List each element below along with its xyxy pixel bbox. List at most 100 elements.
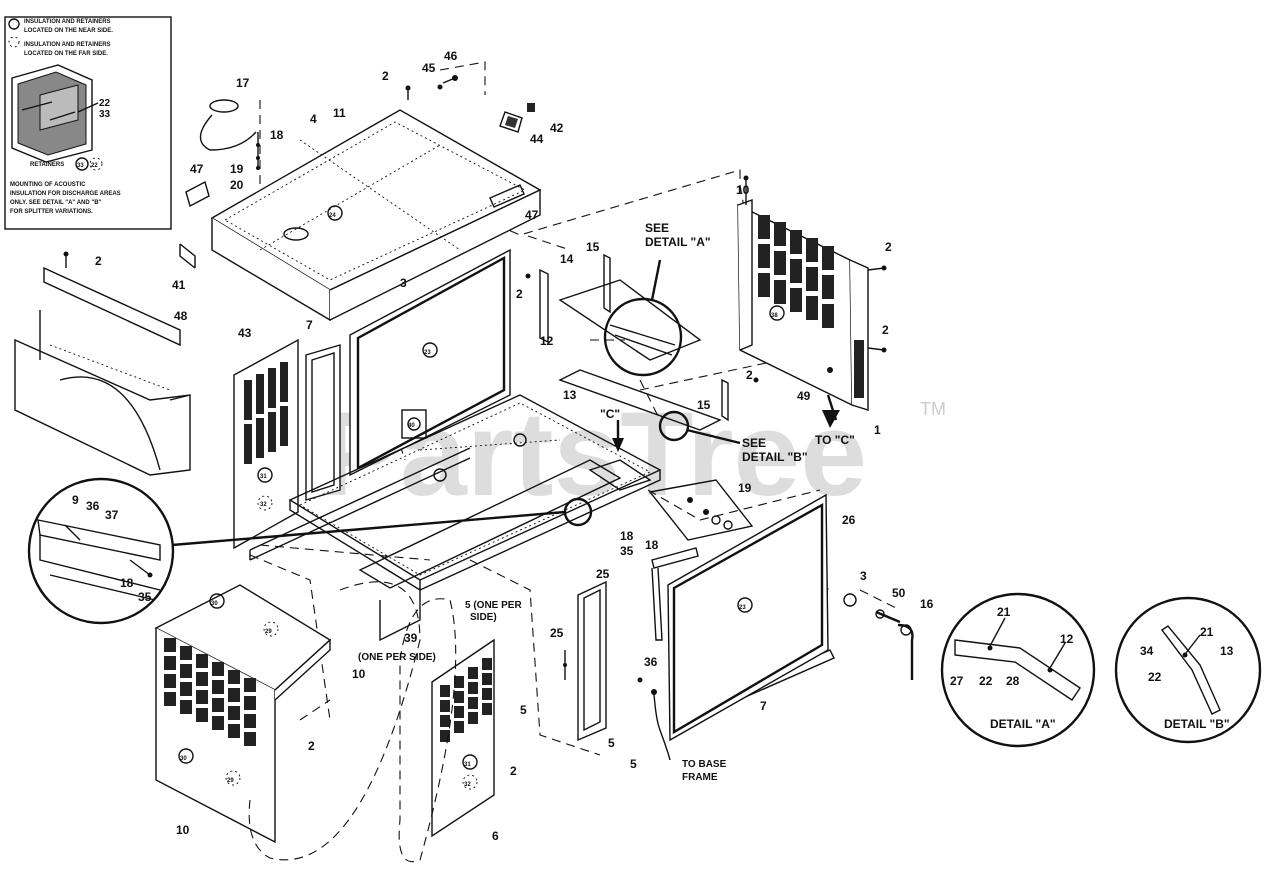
left-grille-panel: 31 32	[233, 338, 299, 550]
part-label: 17	[236, 76, 250, 90]
retainers-label: RETAINERS	[30, 162, 64, 168]
detail-b-label-34: 34	[1140, 644, 1154, 658]
see-detail-b-2: DETAIL "B"	[742, 450, 808, 464]
five-one-per-side-1: 5 (ONE PER	[465, 600, 522, 611]
detail-b-title: DETAIL "B"	[1164, 717, 1230, 731]
part-label: 3	[400, 276, 407, 290]
end-frame-48	[14, 251, 191, 476]
c-arrow	[612, 420, 624, 452]
side-door-number: 23	[424, 350, 431, 356]
watermark-trademark: TM	[920, 399, 946, 419]
part-label: 2	[308, 739, 315, 753]
side-door-lower: 23	[667, 493, 829, 742]
part-label: 6	[492, 829, 499, 843]
retainer-22: 22	[91, 163, 98, 169]
ground-strap-36	[637, 677, 671, 761]
annotations: SEE DETAIL "A" SEE DETAIL "B" "C" TO "C"…	[358, 221, 855, 783]
mounting-note-3: ONLY. SEE DETAIL "A" AND "B"	[10, 200, 102, 206]
part-label: 35	[620, 544, 634, 558]
front-top-number-a: 30	[211, 601, 218, 607]
rear-louver-panel: 38	[737, 175, 887, 428]
part-label: 11	[333, 106, 346, 120]
small-grille-number-b: 32	[464, 782, 471, 788]
part-label: 44	[530, 132, 544, 146]
c-label: "C"	[600, 407, 620, 421]
legend-box: INSULATION AND RETAINERS LOCATED ON THE …	[4, 16, 172, 230]
part-label: 12	[540, 334, 554, 348]
detail-b-label-22: 22	[1148, 670, 1162, 684]
right-door-number: 23	[739, 605, 746, 611]
top-cover: 24	[185, 99, 542, 322]
bar-25	[648, 479, 754, 541]
part-label: 19	[230, 162, 244, 176]
left-grille-number-b: 32	[260, 502, 267, 508]
part-label: 49	[797, 389, 811, 403]
part-label: 2	[516, 287, 523, 301]
far-side-symbol	[8, 36, 20, 48]
insulation-sketch	[11, 64, 99, 163]
part-label: 2	[882, 323, 889, 337]
part-label: 15	[586, 240, 600, 254]
part-label: 48	[174, 309, 188, 323]
base-frame	[249, 279, 722, 642]
front-enclosure: 30 29 30 29	[154, 584, 332, 844]
detail-c-label-18: 18	[120, 576, 134, 590]
left-grille-number-a: 31	[260, 474, 267, 480]
part-label: 43	[238, 326, 252, 340]
top-cover-number: 24	[329, 213, 336, 219]
front-bottom-number-b: 29	[227, 778, 234, 784]
part-label: 2	[382, 69, 389, 83]
detail-b: 21 34 13 22 DETAIL "B"	[1114, 596, 1262, 744]
front-top-number-b: 29	[265, 629, 272, 635]
latch-hardware	[843, 593, 914, 680]
mounting-note-1: MOUNTING OF ACOUSTIC	[10, 182, 86, 188]
legend-callout-33: 33	[99, 109, 111, 120]
part-label: 5	[608, 736, 615, 750]
detail-b-label-21: 21	[1200, 625, 1214, 639]
splitter-7	[305, 344, 341, 501]
detail-a-label-12: 12	[1060, 632, 1074, 646]
part-label: 7	[306, 318, 313, 332]
part-label: 26	[842, 513, 856, 527]
retainer-33: 33	[77, 163, 84, 169]
top-hardware	[179, 75, 535, 269]
detail-a-label-21: 21	[997, 605, 1011, 619]
part-label: 39	[404, 631, 418, 645]
front-bottom-number-a: 30	[180, 756, 187, 762]
part-label: 41	[172, 278, 186, 292]
part-label: 18	[270, 128, 284, 142]
detail-a-label-22: 22	[979, 674, 993, 688]
assembly-guides	[249, 61, 901, 756]
part-label: 25	[596, 567, 610, 581]
part-label: 2	[885, 240, 892, 254]
legend-line-1: INSULATION AND RETAINERS	[24, 19, 111, 25]
part-label: 3	[860, 569, 867, 583]
legend-line-3: INSULATION AND RETAINERS	[24, 42, 111, 48]
part-label: 10	[352, 667, 366, 681]
detail-a: 21 12 27 22 28 DETAIL "A"	[940, 592, 1096, 748]
splitter-50	[563, 580, 607, 742]
part-label: 10	[736, 183, 750, 197]
detail-c-label-37: 37	[105, 508, 119, 522]
part-label: 14	[560, 252, 574, 266]
detail-a-callout	[603, 259, 683, 377]
small-grille-panel: 31 32	[431, 638, 495, 838]
detail-c-magnifier: 9 36 37 18 35	[27, 477, 593, 625]
detail-c-label-35: 35	[138, 590, 152, 604]
part-label: 18	[645, 538, 659, 552]
part-label: 4	[310, 112, 317, 126]
legend-line-4: LOCATED ON THE FAR SIDE.	[24, 51, 108, 57]
part-label: 2	[746, 368, 753, 382]
part-label: 16	[920, 597, 934, 611]
brackets-14-15	[525, 253, 833, 422]
part-label: 47	[525, 208, 539, 222]
to-c-label: TO "C"	[815, 433, 855, 447]
part-label: 18	[620, 529, 634, 543]
see-detail-a-2: DETAIL "A"	[645, 235, 711, 249]
part-label: 2	[95, 254, 102, 268]
detail-c-label-9: 9	[72, 493, 79, 507]
part-label: 36	[644, 655, 658, 669]
part-label: 5	[630, 757, 637, 771]
